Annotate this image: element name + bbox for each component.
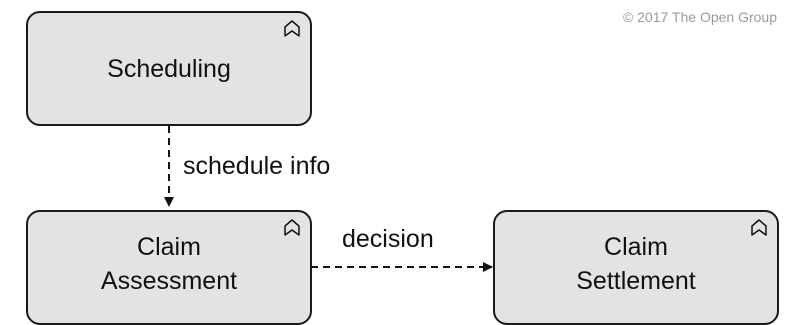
claim-settlement-function-node[interactable]: Claim Settlement — [493, 210, 779, 325]
claim-assessment-label-line2: Assessment — [100, 266, 238, 295]
claim-assessment-label-line1: Claim — [137, 232, 201, 261]
business-function-icon — [284, 20, 300, 37]
business-function-icon — [751, 219, 767, 236]
claim-assessment-function-node[interactable]: Claim Assessment — [26, 210, 312, 325]
scheduling-function-node[interactable]: Scheduling — [26, 11, 312, 126]
decision-label: decision — [342, 225, 434, 253]
business-function-icon — [284, 219, 300, 236]
scheduling-label: Scheduling — [107, 54, 231, 83]
claim-settlement-label-line1: Claim — [604, 232, 668, 261]
claim-settlement-label-line2: Settlement — [576, 266, 696, 295]
schedule-info-label: schedule info — [183, 152, 331, 180]
copyright-notice: © 2017 The Open Group — [622, 9, 777, 25]
